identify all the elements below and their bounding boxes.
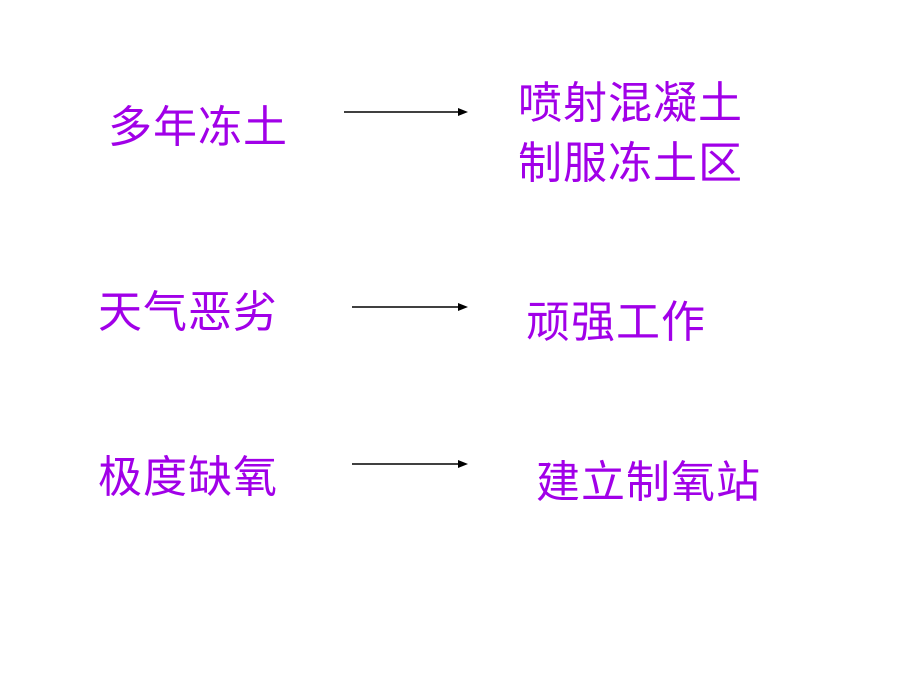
condition-label-bad-weather: 天气恶劣 <box>98 287 278 338</box>
condition-label-oxygen-shortage: 极度缺氧 <box>98 452 278 503</box>
condition-label-permafrost: 多年冻土 <box>108 102 288 153</box>
arrow-right-icon <box>344 107 468 117</box>
arrow-right-icon <box>352 302 468 312</box>
measure-label-build-oxygen-station: 建立制氧站 <box>536 457 761 508</box>
measure-label-work-tenaciously: 顽强工作 <box>526 297 706 348</box>
measure-label-conquer-permafrost: 制服冻土区 <box>518 138 743 189</box>
arrow-right-icon <box>352 459 468 469</box>
measure-label-shotcrete: 喷射混凝土 <box>518 78 743 129</box>
